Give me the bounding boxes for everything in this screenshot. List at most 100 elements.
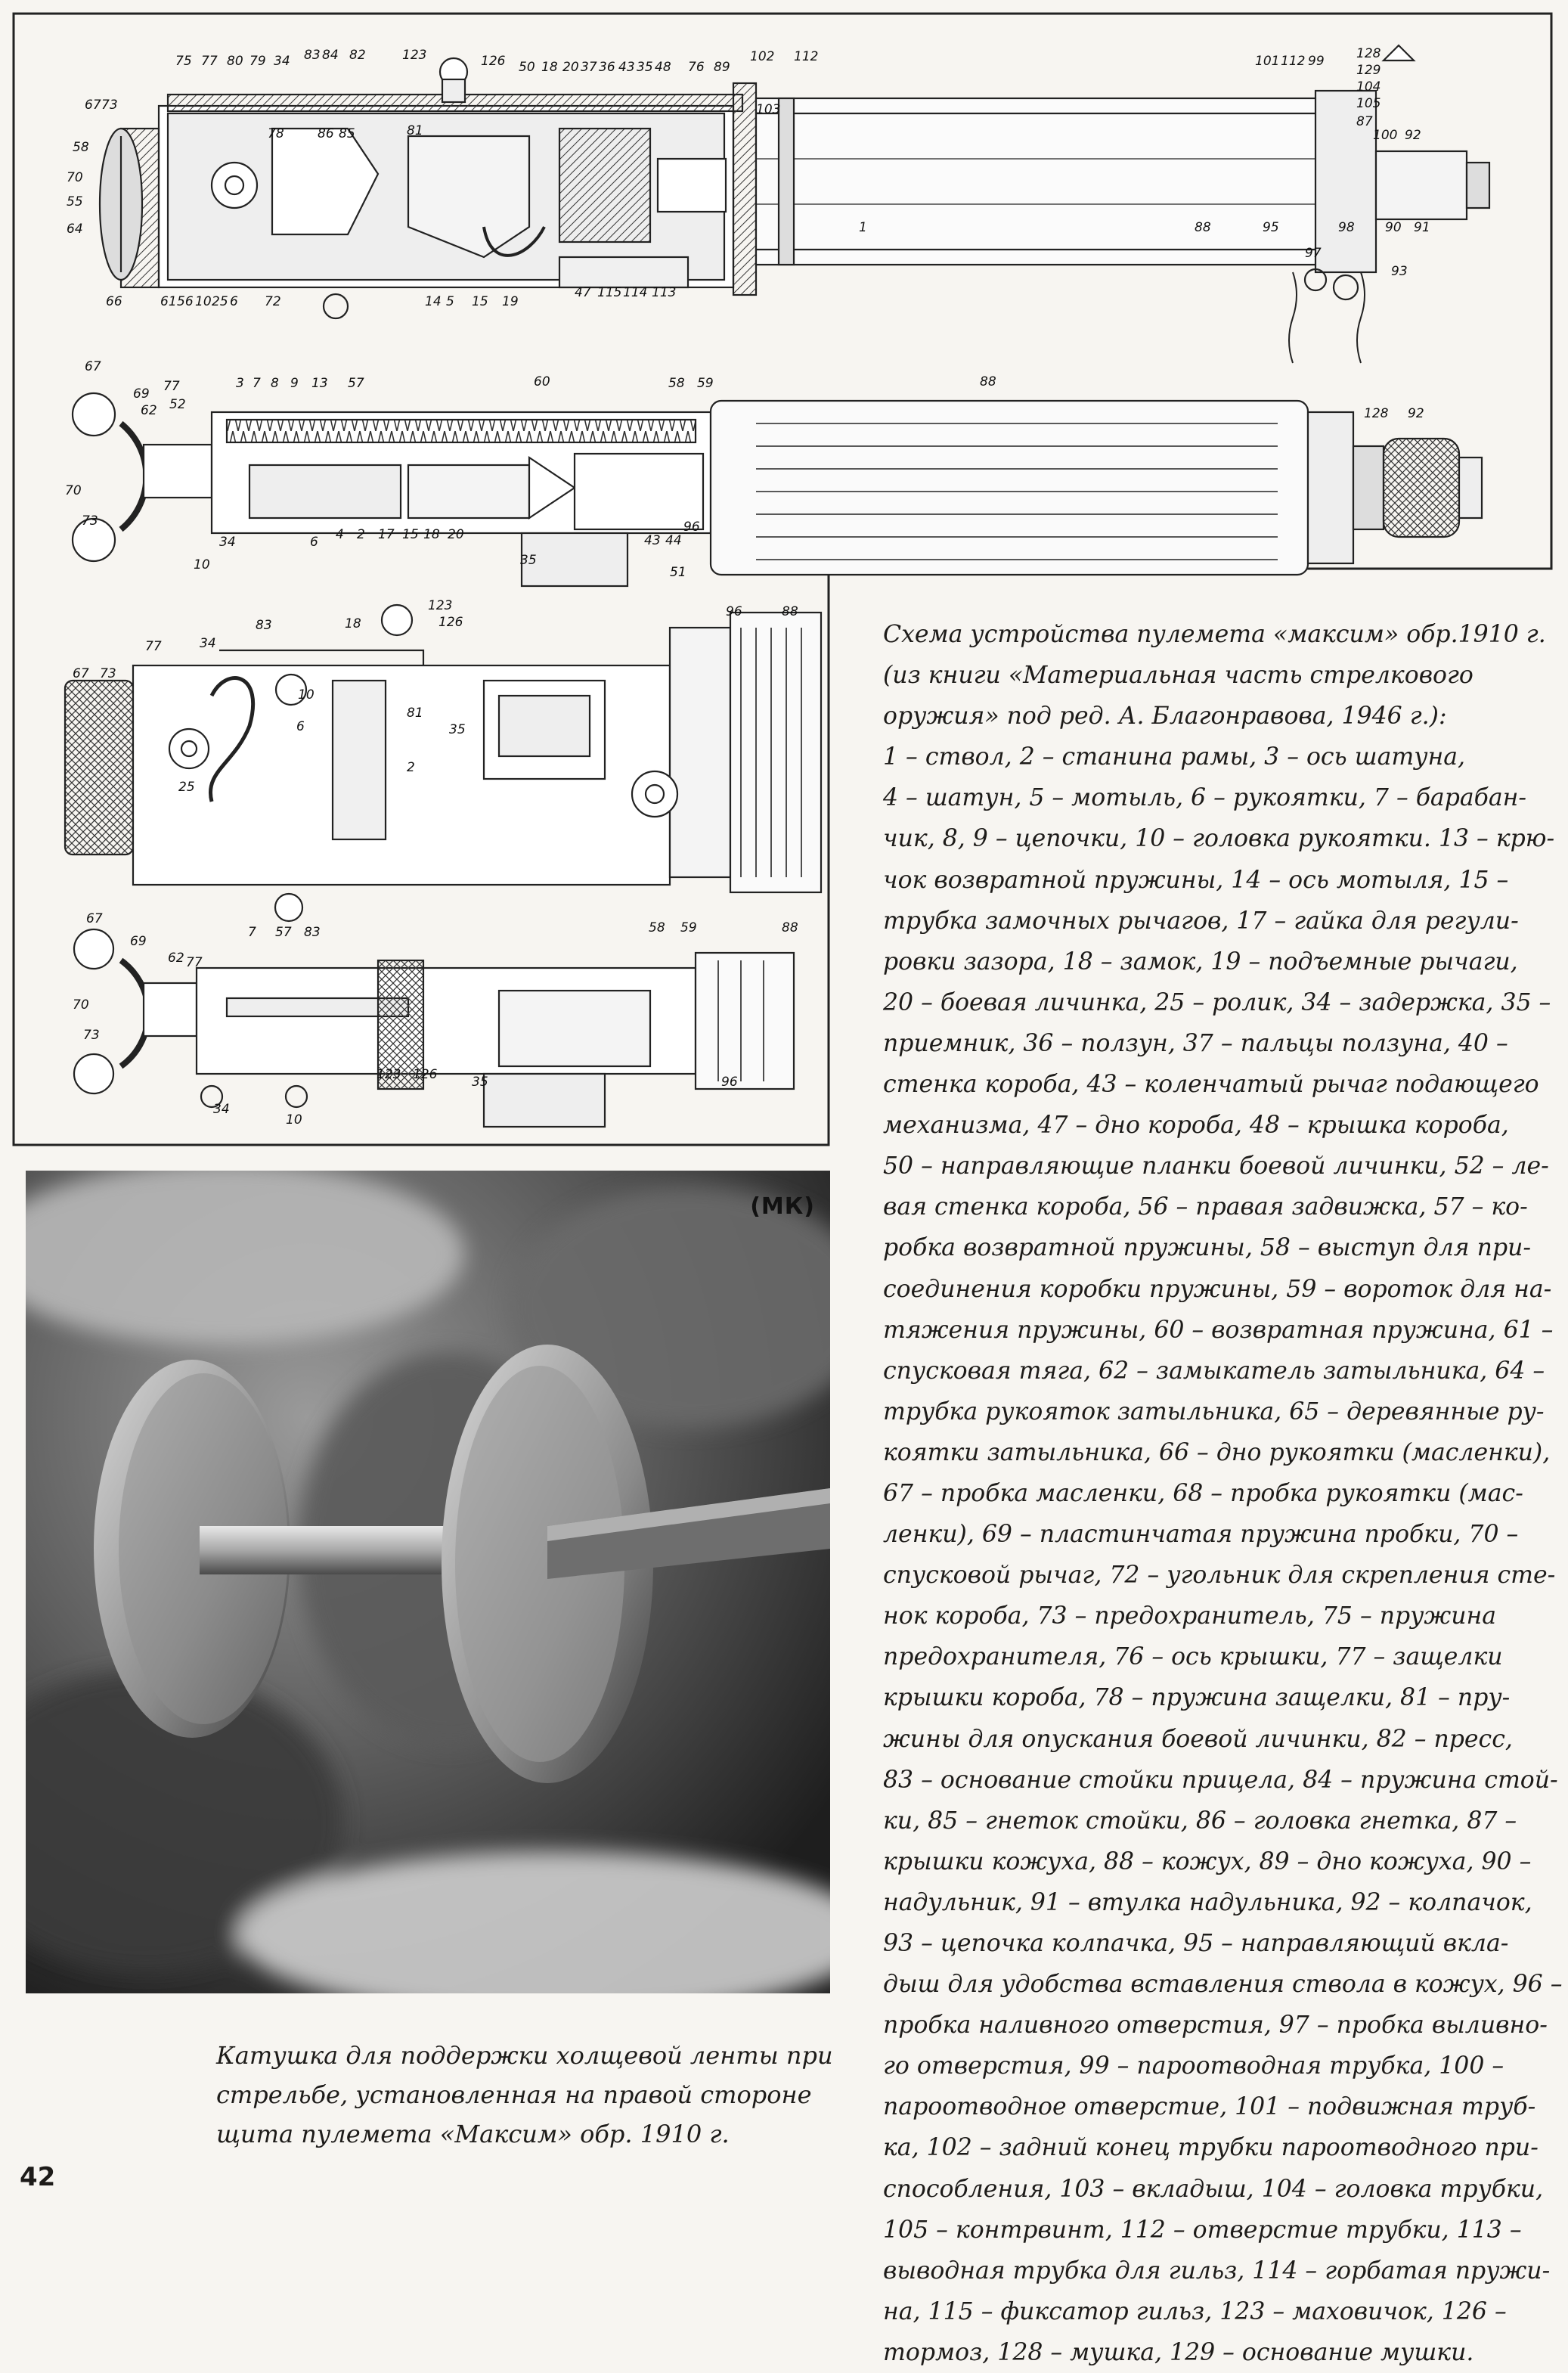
callout-number: 7 bbox=[253, 376, 261, 391]
callout-number: 10 bbox=[194, 557, 210, 572]
callout-number: 73 bbox=[82, 513, 98, 529]
caption-line: способления, 103 – вкладыш, 104 – головк… bbox=[883, 2175, 1544, 2203]
callout-number: 75 bbox=[175, 54, 192, 69]
caption-line: стенка короба, 43 – коленчатый рычаг под… bbox=[883, 1071, 1539, 1099]
callout-number: 97 bbox=[1305, 246, 1322, 261]
callout-number: 81 bbox=[407, 123, 423, 138]
callout-number: 9 bbox=[290, 376, 299, 391]
callout-number: 83 bbox=[304, 48, 321, 63]
caption-line: 93 – цепочка колпачка, 95 – направляющий… bbox=[883, 1930, 1509, 1957]
callout-number: 76 bbox=[688, 60, 705, 75]
callout-number: 34 bbox=[274, 54, 290, 69]
caption-line: коятки затыльника, 66 – дно рукоятки (ма… bbox=[883, 1438, 1551, 1466]
callout-number: 35 bbox=[472, 1075, 488, 1090]
callout-number: 47 bbox=[575, 285, 591, 300]
callout-number: 58 bbox=[668, 376, 685, 391]
caption-line: робка возвратной пружины, 58 – выступ дл… bbox=[883, 1234, 1532, 1262]
caption-line: ровки зазора, 18 – замок, 19 – подъемные… bbox=[883, 948, 1518, 976]
callout-number: 73 bbox=[100, 666, 116, 681]
caption-line: на, 115 – фиксатор гильз, 123 – маховичо… bbox=[883, 2297, 1507, 2325]
callout-number: 7 bbox=[248, 925, 256, 940]
callout-number: 59 bbox=[697, 376, 714, 391]
callout-number: 20 bbox=[562, 60, 579, 75]
callout-number: 17 bbox=[378, 527, 395, 542]
photo-credit-tag: (МК) bbox=[750, 1193, 815, 1220]
view-side bbox=[64, 603, 823, 923]
caption-line: надульник, 91 – втулка надульника, 92 – … bbox=[883, 1888, 1532, 1916]
callout-number: 70 bbox=[73, 997, 89, 1013]
caption-line: 67 – пробка масленки, 68 – пробка рукоят… bbox=[883, 1479, 1523, 1507]
callout-number: 18 bbox=[423, 527, 440, 542]
caption-line: 83 – основание стойки прицела, 84 – пруж… bbox=[883, 1766, 1558, 1794]
callout-number: 25 bbox=[178, 780, 195, 795]
caption-line: крышки кожуха, 88 – кожух, 89 – дно кожу… bbox=[883, 1847, 1532, 1875]
callout-number: 10 bbox=[195, 294, 212, 309]
diagram-caption: Схема устройства пулемета «максим» обр.1… bbox=[883, 614, 1563, 2373]
callout-number: 6 bbox=[310, 535, 318, 550]
callout-number: 37 bbox=[581, 60, 597, 75]
callout-number: 8 bbox=[271, 376, 279, 391]
caption-line: приемник, 36 – ползун, 37 – пальцы ползу… bbox=[883, 1029, 1508, 1057]
callout-number: 57 bbox=[348, 376, 364, 391]
callout-number: 91 bbox=[1414, 220, 1430, 235]
callout-number: 6 bbox=[230, 294, 238, 309]
callout-number: 73 bbox=[83, 1028, 100, 1043]
callout-number: 84 bbox=[322, 48, 339, 63]
callout-number: 77 bbox=[145, 639, 162, 654]
callout-number: 58 bbox=[649, 920, 665, 935]
callout-number: 18 bbox=[345, 616, 361, 631]
callout-number: 66 bbox=[106, 294, 122, 309]
caption-line: спусковой рычаг, 72 – угольник для скреп… bbox=[883, 1562, 1556, 1590]
page-number: 42 bbox=[20, 2162, 56, 2192]
photo-belt-reel: (МК) bbox=[26, 1171, 830, 1993]
callout-number: 15 bbox=[402, 527, 419, 542]
callout-number: 20 bbox=[448, 527, 464, 542]
callout-number: 35 bbox=[449, 722, 466, 737]
callout-number: 36 bbox=[599, 60, 615, 75]
view-plan bbox=[71, 392, 1483, 588]
callout-number: 92 bbox=[1408, 406, 1424, 421]
callout-number: 34 bbox=[200, 636, 216, 651]
callout-number: 123 bbox=[402, 48, 426, 63]
callout-number: 44 bbox=[665, 533, 682, 548]
callout-number: 69 bbox=[130, 934, 147, 949]
callout-number: 88 bbox=[980, 374, 996, 389]
caption-line: выводная трубка для гильз, 114 – горбата… bbox=[883, 2257, 1551, 2285]
callout-number: 77 bbox=[163, 379, 180, 394]
callout-number: 105 bbox=[1356, 96, 1381, 111]
caption-line: трубка замочных рычагов, 17 – гайка для … bbox=[883, 907, 1519, 935]
callout-number: 98 bbox=[1338, 220, 1355, 235]
callout-number: 87 bbox=[1356, 114, 1373, 129]
callout-number: 93 bbox=[1391, 264, 1408, 279]
callout-number: 85 bbox=[339, 126, 355, 141]
caption-line: спусковая тяга, 62 – замыкатель затыльни… bbox=[883, 1357, 1545, 1385]
callout-number: 78 bbox=[268, 126, 284, 141]
callout-number: 34 bbox=[219, 535, 236, 550]
callout-number: 60 bbox=[534, 374, 550, 389]
callout-number: 83 bbox=[256, 618, 272, 633]
callout-number: 89 bbox=[714, 60, 730, 75]
caption-line: 4 – шатун, 5 – мотыль, 6 – рукоятки, 7 –… bbox=[883, 784, 1527, 812]
caption-line: нок короба, 73 – предохранитель, 75 – пр… bbox=[883, 1602, 1497, 1630]
callout-number: 112 bbox=[794, 49, 818, 64]
caption-line: тяжения пружины, 60 – возвратная пружина… bbox=[883, 1316, 1554, 1344]
callout-number: 64 bbox=[67, 222, 83, 237]
callout-number: 10 bbox=[286, 1112, 302, 1128]
caption-line: 105 – контрвинт, 112 – отверстие трубки,… bbox=[883, 2216, 1522, 2244]
callout-number: 5 bbox=[446, 294, 454, 309]
caption-line: ленки), 69 – пластинчатая пружина пробки… bbox=[883, 1521, 1519, 1549]
callout-number: 96 bbox=[721, 1075, 738, 1090]
callout-number: 113 bbox=[652, 285, 676, 300]
callout-number: 57 bbox=[275, 925, 292, 940]
callout-number: 126 bbox=[438, 615, 463, 630]
callout-number: 77 bbox=[186, 955, 203, 970]
caption-line: ка, 102 – задний конец трубки пароотводн… bbox=[883, 2134, 1539, 2162]
callout-number: 35 bbox=[520, 553, 537, 568]
callout-number: 2 bbox=[407, 760, 415, 775]
caption-line: пробка наливного отверстия, 97 – пробка … bbox=[883, 2012, 1548, 2040]
